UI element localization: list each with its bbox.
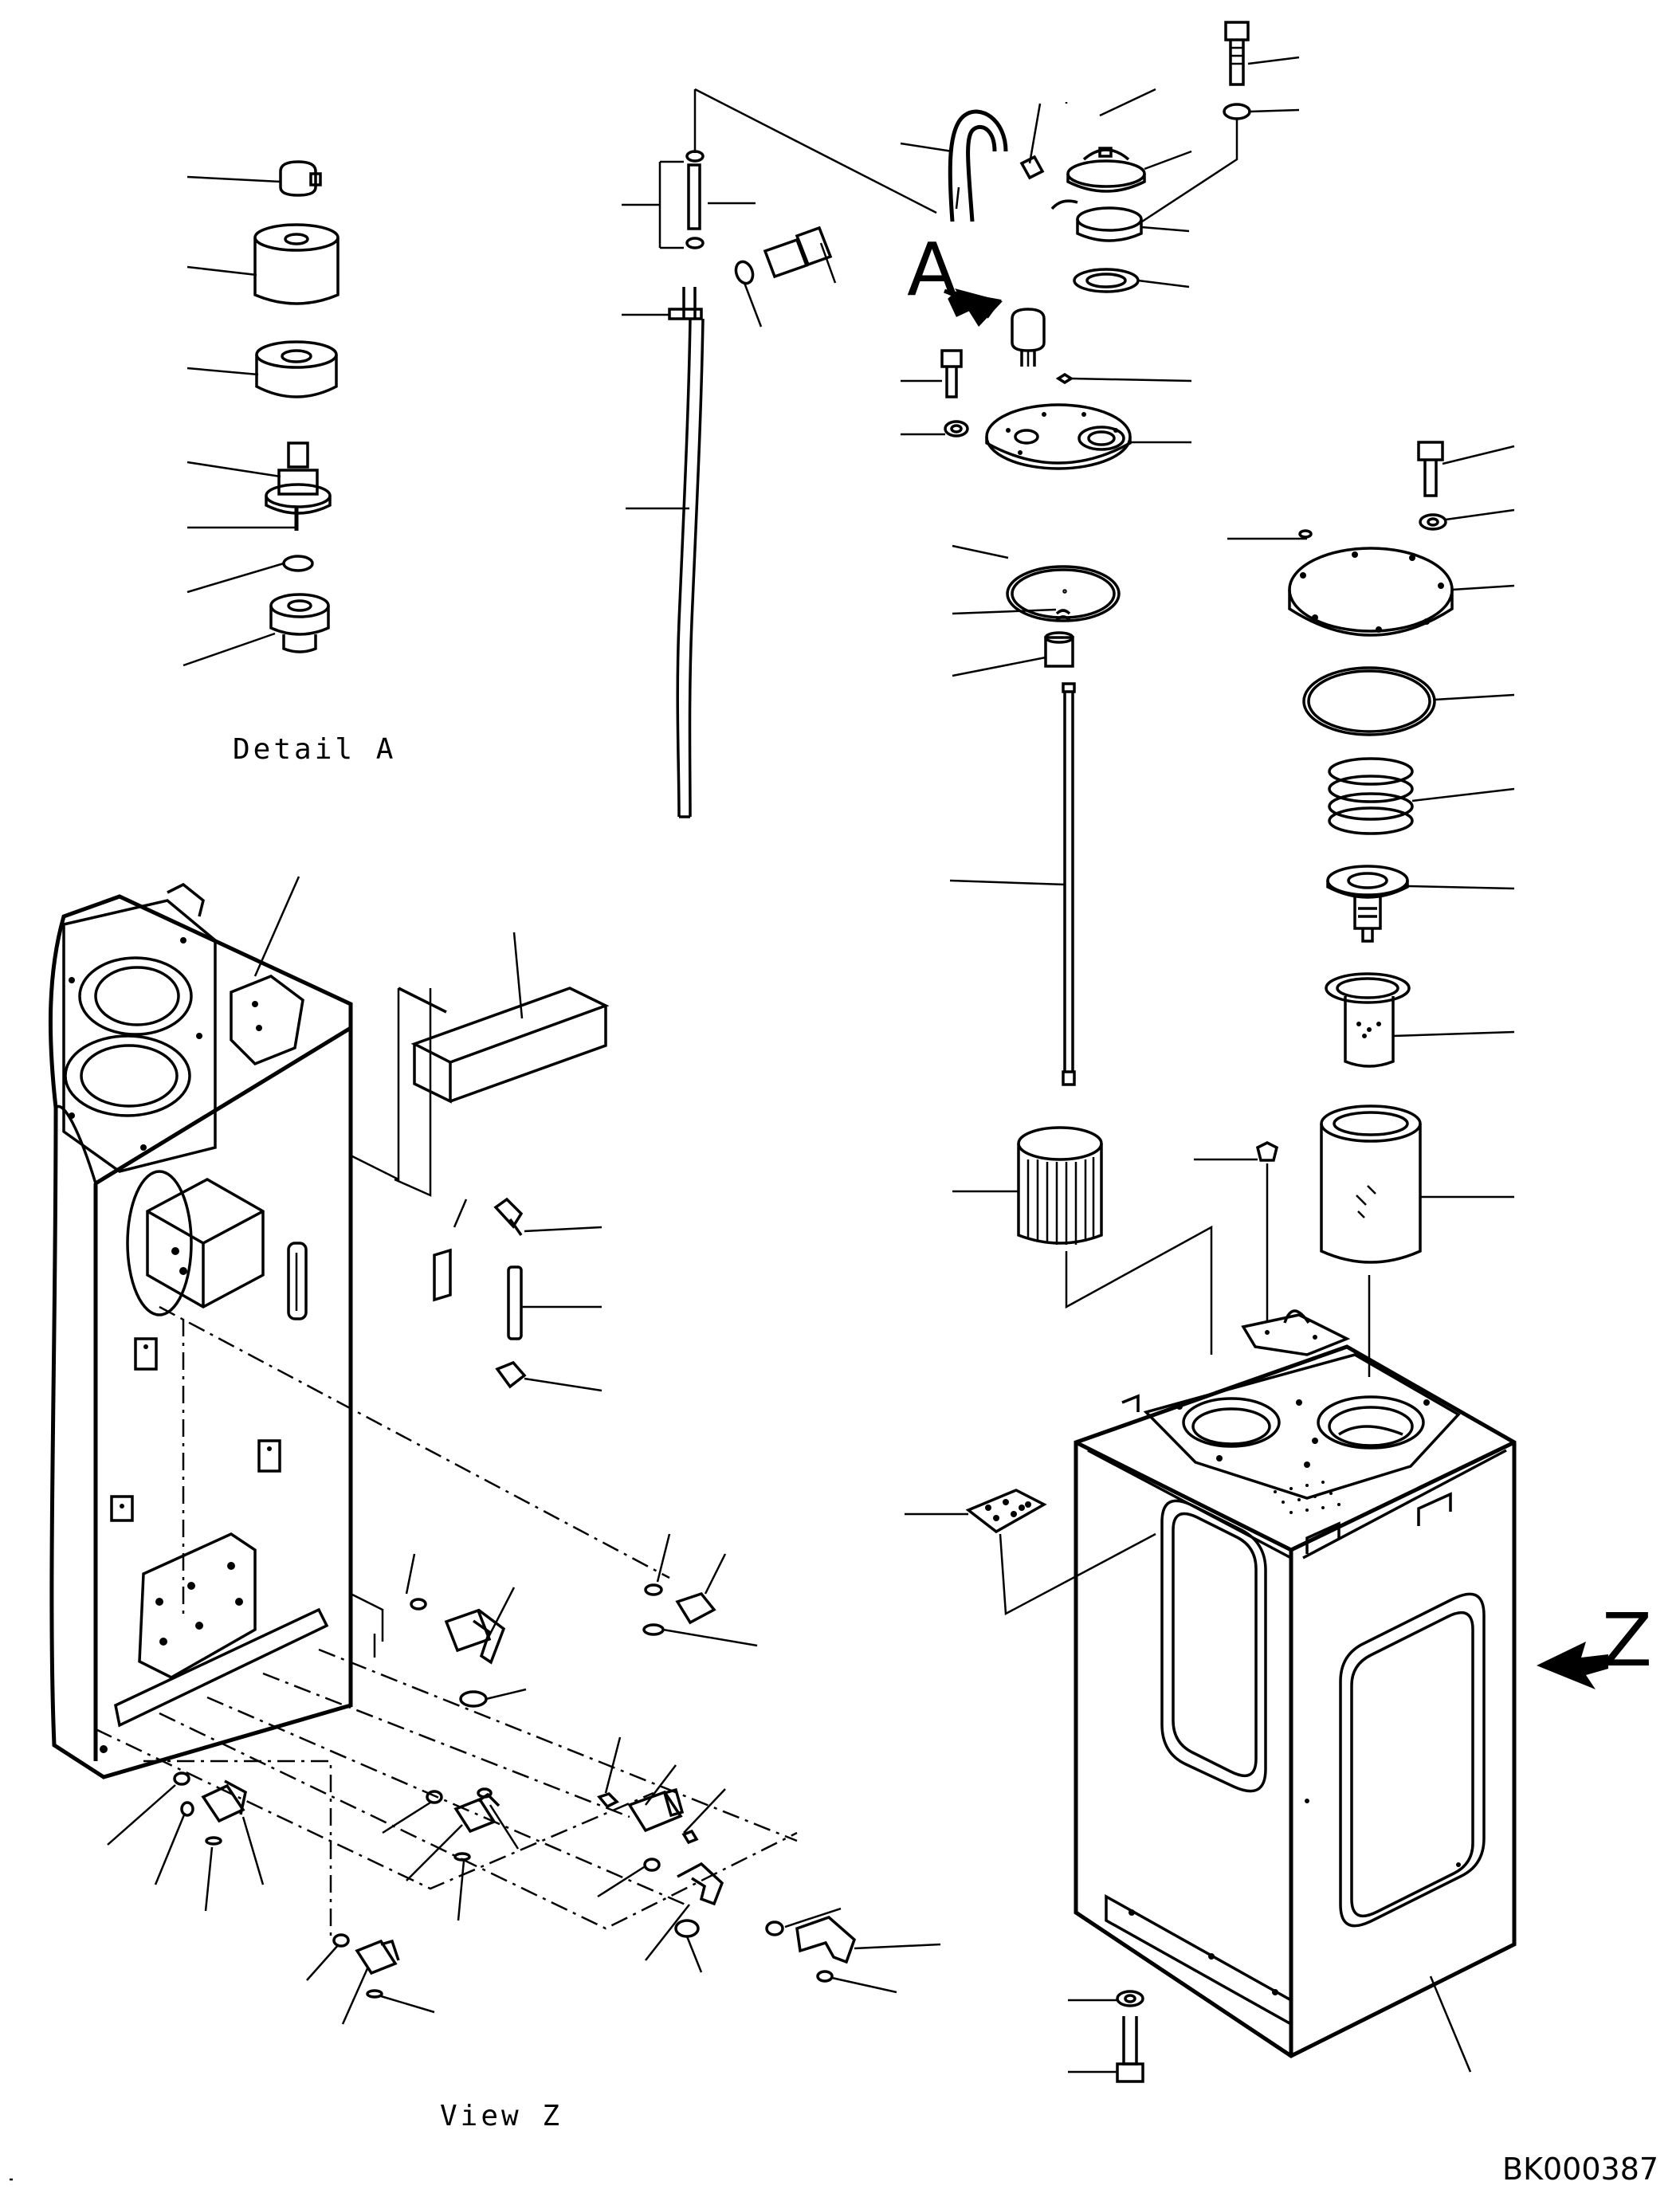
detail-a-assembly <box>183 160 340 667</box>
view-z-tank-side <box>48 876 798 1936</box>
filter-assembly <box>1194 441 1515 1377</box>
view-z-fittings <box>107 1197 941 2025</box>
hydraulic-tank <box>905 1309 1608 2083</box>
drawing-code: BK000387 <box>1502 2152 1659 2187</box>
view-z-caption: View Z <box>440 2100 563 2132</box>
detail-a-caption: Detail A <box>233 733 397 766</box>
dipstick-tube-assembly <box>622 88 960 818</box>
wooden-block <box>410 932 610 1104</box>
top-bolt-assembly <box>1139 21 1300 225</box>
vent-dots <box>1274 1481 1340 1514</box>
suction-strainer-assembly <box>949 544 1213 1355</box>
arrow-z-label: Z <box>1602 1598 1653 1683</box>
filler-cap-assembly <box>900 88 1192 470</box>
arrow-a-label: A <box>907 227 957 312</box>
